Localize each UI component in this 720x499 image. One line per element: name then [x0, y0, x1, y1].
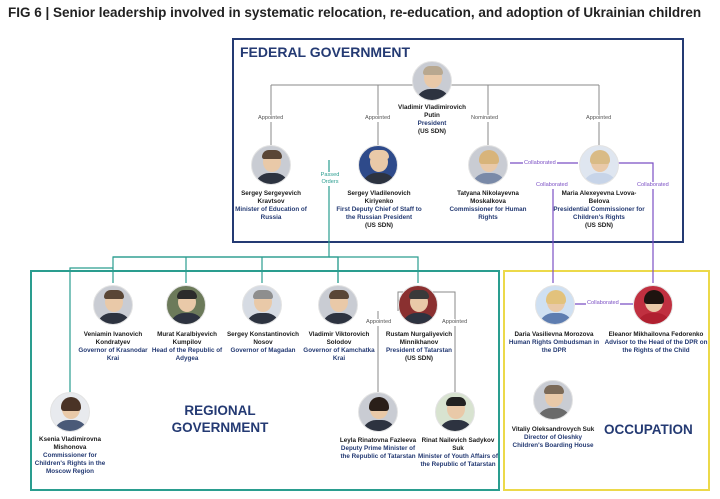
collaborated-tag: Collaborated — [523, 160, 557, 167]
appointed-tag: Appointed — [364, 115, 392, 122]
regional-government-label: REGIONAL GOVERNMENT — [171, 403, 269, 435]
portrait-mishonova — [50, 392, 90, 432]
collaborated-tag: Collaborated — [636, 182, 670, 189]
passed-orders-tag: Passed Orders — [318, 172, 342, 186]
portrait-lvova-belova — [579, 145, 619, 185]
portrait-suk — [435, 392, 475, 432]
nominated-tag: Nominated — [470, 115, 500, 122]
regional-government-box — [30, 270, 500, 491]
federal-government-box — [232, 38, 684, 243]
portrait-putin — [412, 61, 452, 101]
collaborated-tag: Collaborated — [586, 300, 620, 307]
appointed-tag: Appointed — [585, 115, 613, 122]
appointed-tag: Appointed — [257, 115, 285, 122]
passed-orders-lines — [69, 160, 419, 392]
portrait-moskalkova — [468, 145, 508, 185]
appointed-tag: Appointed — [441, 319, 469, 326]
portrait-kumpilov — [166, 285, 206, 325]
portrait-morozova — [535, 285, 575, 325]
portrait-oleksandrovych — [533, 380, 573, 420]
portrait-kondratyev — [93, 285, 133, 325]
occupation-box — [503, 270, 710, 491]
figure-title: FIG 6 | Senior leadership involved in sy… — [8, 5, 702, 20]
collaborated-tag: Collaborated — [535, 182, 569, 189]
portrait-fedorenko — [633, 285, 673, 325]
portrait-minnikhanov — [398, 285, 438, 325]
portrait-fazleeva — [358, 392, 398, 432]
collaborated-lines — [510, 162, 654, 305]
federal-government-label: FEDERAL GOVERNMENT — [240, 44, 411, 60]
occupation-label: OCCUPATION — [604, 422, 693, 437]
portrait-nosov — [242, 285, 282, 325]
appointed-tag: Appointed — [365, 319, 393, 326]
portrait-solodov — [318, 285, 358, 325]
portrait-kravtsov — [251, 145, 291, 185]
portrait-kiriyenko — [358, 145, 398, 185]
